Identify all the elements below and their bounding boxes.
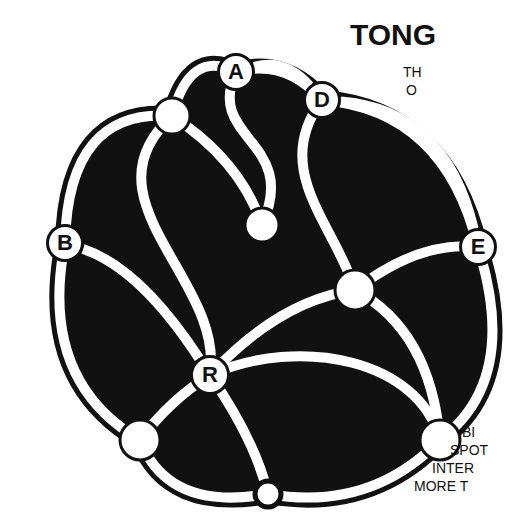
letter-circle: B (46, 224, 84, 262)
circle-letter: B (57, 232, 73, 254)
instruction-fragment: TH (403, 64, 422, 80)
letter-circle: E (459, 228, 497, 266)
instruction-fragment: SPOT (450, 442, 488, 458)
letter-circle: A (217, 53, 255, 91)
circle-letter: E (471, 236, 486, 258)
instruction-fragment: O (406, 82, 417, 98)
rosette-body (59, 66, 492, 498)
circle-letter: D (314, 89, 330, 111)
maze-path (341, 102, 474, 229)
maze-path (83, 249, 199, 358)
circle-letter: A (228, 61, 244, 83)
circle-letter: R (202, 364, 218, 386)
letter-circle: R (190, 355, 230, 395)
empty-circles (120, 98, 460, 507)
outer-path-band (59, 66, 492, 498)
maze-path (254, 65, 309, 86)
instruction-fragment: INTER (432, 460, 474, 476)
puzzle-title: TONG (350, 18, 436, 52)
instruction-fragment: BI (462, 424, 475, 440)
instruction-fragment: MORE T (414, 478, 468, 494)
letter-circle: D (303, 81, 341, 119)
inner-paths (140, 72, 478, 494)
